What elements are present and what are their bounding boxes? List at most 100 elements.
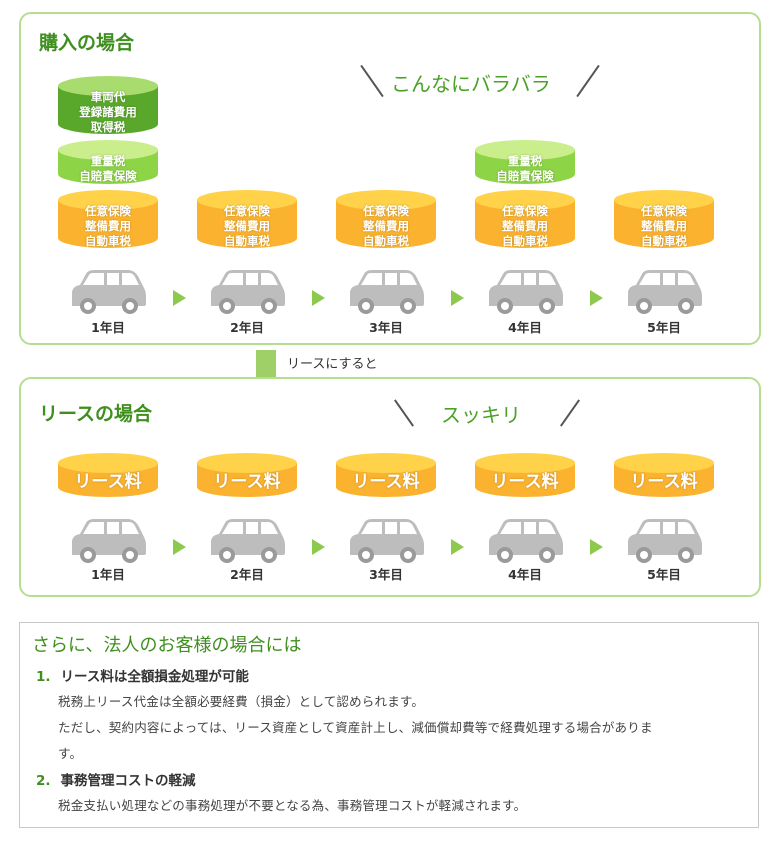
purchase-cost-cylinder-line: 整備費用 [502, 218, 548, 233]
car-icon [207, 515, 287, 565]
lease-fee-cylinder-line: リース料 [491, 472, 559, 492]
purchase-cost-cylinder: 重量税自賠責保険 [58, 140, 158, 184]
car-icon [68, 266, 148, 316]
car-icon [346, 266, 426, 316]
car-icon [624, 266, 704, 316]
lease-fee-cylinder: リース料 [197, 453, 297, 497]
next-year-arrow-icon [173, 539, 186, 555]
next-year-arrow-icon [173, 290, 186, 306]
purchase-title: 購入の場合 [39, 32, 135, 54]
lease-fee-cylinder-line: リース料 [630, 472, 698, 492]
year-label: 3年目 [369, 320, 403, 335]
purchase-cost-cylinder-line: 整備費用 [363, 218, 409, 233]
purchase-cost-cylinder-text: 重量税自賠責保険 [58, 154, 158, 184]
info-item-2-line-1: 税金支払い処理などの事務処理が不要となる為、事務管理コストが軽減されます。 [58, 798, 527, 813]
lease-fee-cylinder-text: リース料 [197, 472, 297, 492]
purchase-year-3: 任意保険整備費用自動車税 3年目 [336, 14, 436, 344]
next-year-arrow-icon [451, 539, 464, 555]
purchase-cost-cylinder-line: 自動車税 [641, 233, 687, 248]
purchase-cost-cylinder-line: 取得税 [90, 119, 126, 134]
lease-fee-cylinder-line: リース料 [74, 472, 142, 492]
purchase-cost-cylinder-text: 任意保険整備費用自動車税 [614, 204, 714, 249]
lease-year-2: リース料 2年目 [197, 379, 297, 594]
lease-fee-cylinder: リース料 [336, 453, 436, 497]
purchase-cost-cylinder-line: 自動車税 [363, 233, 409, 248]
next-year-arrow-icon [590, 290, 603, 306]
year-label: 1年目 [91, 567, 125, 582]
car-icon [485, 515, 565, 565]
purchase-cost-cylinder-line: 重量税 [90, 154, 126, 168]
info-item-1-line-2: ただし、契約内容によっては、リース資産として資産計上し、減価償却費等で経費処理す… [58, 720, 653, 735]
lease-fee-cylinder-text: リース料 [475, 472, 575, 492]
purchase-cost-cylinder: 任意保険整備費用自動車税 [336, 190, 436, 248]
purchase-cost-cylinder-line: 登録諸費用 [79, 104, 137, 119]
purchase-cost-cylinder-line: 任意保険 [85, 203, 131, 218]
purchase-cost-cylinder-line: 整備費用 [85, 218, 131, 233]
year-label: 5年目 [647, 567, 681, 582]
year-label: 2年目 [230, 320, 264, 335]
purchase-cost-cylinder-text: 任意保険整備費用自動車税 [58, 204, 158, 249]
purchase-cost-cylinder-line: 任意保険 [224, 203, 270, 218]
lease-year-1: リース料 1年目 [58, 379, 158, 594]
lease-year-4: リース料 4年目 [475, 379, 575, 594]
purchase-cost-cylinder-line: 自動車税 [85, 233, 131, 248]
lease-fee-cylinder-line: リース料 [352, 472, 420, 492]
purchase-cost-cylinder-line: 任意保険 [502, 203, 548, 218]
purchase-panel: 購入の場合 こんなにバラバラ 車両代登録諸費用取得税重量税自賠責保険任意保険整備… [19, 12, 761, 345]
purchase-cost-cylinder-line: 自賠責保険 [79, 169, 137, 183]
lease-fee-cylinder-text: リース料 [58, 472, 158, 492]
lease-fee-cylinder: リース料 [475, 453, 575, 497]
purchase-year-2: 任意保険整備費用自動車税 2年目 [197, 14, 297, 344]
purchase-cost-cylinder: 任意保険整備費用自動車税 [197, 190, 297, 248]
lease-fee-cylinder: リース料 [614, 453, 714, 497]
info-item-1-text: リース料は全額損金処理が可能 [60, 669, 249, 685]
purchase-cost-cylinder-line: 整備費用 [224, 218, 270, 233]
purchase-cost-cylinder: 車両代登録諸費用取得税 [58, 76, 158, 134]
purchase-cost-cylinder: 重量税自賠責保険 [475, 140, 575, 184]
purchase-cost-cylinder-line: 整備費用 [641, 218, 687, 233]
purchase-year-5: 任意保険整備費用自動車税 5年目 [614, 14, 714, 344]
next-year-arrow-icon [312, 290, 325, 306]
year-label: 2年目 [230, 567, 264, 582]
purchase-cost-cylinder-text: 任意保険整備費用自動車税 [197, 204, 297, 249]
lease-fee-cylinder-text: リース料 [336, 472, 436, 492]
year-label: 4年目 [508, 320, 542, 335]
purchase-cost-cylinder: 任意保険整備費用自動車税 [58, 190, 158, 248]
next-year-arrow-icon [590, 539, 603, 555]
purchase-cost-cylinder: 任意保険整備費用自動車税 [614, 190, 714, 248]
car-icon [485, 266, 565, 316]
corporate-info-box: さらに、法人のお客様の場合には 1.リース料は全額損金処理が可能 税務上リース代… [19, 622, 759, 828]
year-label: 4年目 [508, 567, 542, 582]
purchase-cost-cylinder-line: 任意保険 [363, 203, 409, 218]
info-title: さらに、法人のお客様の場合には [32, 635, 302, 656]
purchase-cost-cylinder-line: 自賠責保険 [496, 169, 554, 183]
lease-fee-cylinder-line: リース料 [213, 472, 281, 492]
purchase-cost-cylinder-line: 任意保険 [641, 203, 687, 218]
info-item-1-heading: 1. リース料は全額損金処理が可能 [36, 665, 249, 685]
year-label: 5年目 [647, 320, 681, 335]
purchase-cost-cylinder-line: 自動車税 [502, 233, 548, 248]
transition-label: リースにすると [287, 357, 378, 372]
purchase-cost-cylinder-line: 重量税 [507, 154, 543, 168]
lease-title: リースの場合 [39, 403, 153, 425]
lease-fee-cylinder: リース料 [58, 453, 158, 497]
slogan-right-slash [576, 64, 600, 98]
info-item-2-heading: 2.事務管理コストの軽減 [36, 769, 196, 789]
purchase-cost-cylinder-text: 任意保険整備費用自動車税 [336, 204, 436, 249]
next-year-arrow-icon [312, 539, 325, 555]
purchase-cost-cylinder-text: 任意保険整備費用自動車税 [475, 204, 575, 249]
info-item-1-number: 1. [36, 669, 51, 685]
car-icon [68, 515, 148, 565]
purchase-slogan: こんなにバラバラ [391, 72, 551, 96]
lease-fee-cylinder-text: リース料 [614, 472, 714, 492]
next-year-arrow-icon [451, 290, 464, 306]
info-item-2-text: 事務管理コストの軽減 [60, 773, 196, 789]
lease-year-5: リース料 5年目 [614, 379, 714, 594]
info-item-1-line-3: す。 [58, 746, 83, 761]
purchase-cost-cylinder-line: 自動車税 [224, 233, 270, 248]
purchase-cost-cylinder-text: 車両代登録諸費用取得税 [58, 90, 158, 135]
